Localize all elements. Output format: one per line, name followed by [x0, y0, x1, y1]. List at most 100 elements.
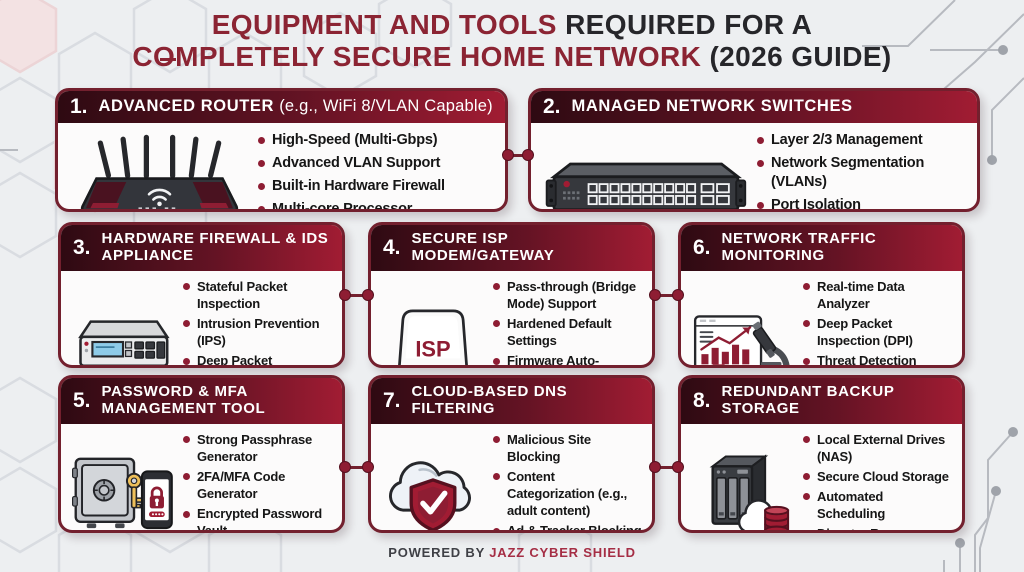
connector-dot [649, 289, 661, 301]
title-line1-maroon: EQUIPMENT AND TOOLS [211, 9, 557, 40]
brand-name: JAZZ CYBER SHIELD [489, 545, 636, 560]
svg-text:ISP: ISP [415, 336, 450, 361]
card-body: Malicious Site Blocking Content Categori… [371, 424, 652, 530]
bullet-item: Malicious Site Blocking [493, 431, 644, 465]
connector-dot [362, 461, 374, 473]
card-header: 2. MANAGED NETWORK SWITCHES [531, 91, 977, 123]
connector-dot [339, 289, 351, 301]
card-header: 6. NETWORK TRAFFIC MONITORING [681, 225, 962, 271]
bullet-list: Local External Drives (NAS) Secure Cloud… [803, 428, 954, 530]
title-line-1: EQUIPMENT AND TOOLS REQUIRED FOR A [0, 9, 1024, 41]
card-number: 4. [383, 235, 401, 259]
password-vault-icon [71, 452, 175, 530]
card-number: 3. [73, 235, 91, 259]
card-body: ISP Pass-through (Bridge Mode) Support H… [371, 271, 652, 365]
card-header: 8. REDUNDANT BACKUP STORAGE [681, 378, 962, 424]
bullet-item: Multi-core Processor [258, 200, 497, 209]
card-managed-switches: 2. MANAGED NETWORK SWITCHES [528, 88, 980, 212]
title-line1-dark: REQUIRED FOR A [565, 9, 813, 40]
card-title-suffix: (e.g., WiFi 8/VLAN Capable) [279, 97, 493, 116]
card-title: SECURE ISP MODEM/GATEWAY [411, 230, 555, 265]
bullet-item: Network Segmentation (VLANs) [757, 154, 969, 192]
connector-line [344, 466, 369, 469]
title-line-2: COMPLETELY SECURE HOME NETWORK (2026 GUI… [0, 41, 1024, 73]
bullet-item: 2FA/MFA Code Generator [183, 468, 334, 502]
bullet-item: Automated Scheduling [803, 488, 954, 522]
bullet-list: Real-time Data Analyzer Deep Packet Insp… [803, 275, 954, 365]
powered-by-label: POWERED BY [388, 545, 485, 560]
card-title: PASSWORD & MFA MANAGEMENT TOOL [101, 383, 266, 418]
dns-filtering-icon [381, 450, 485, 530]
bullet-item: Layer 2/3 Management [757, 131, 969, 150]
connector-dot [339, 461, 351, 473]
connector-line [654, 466, 679, 469]
footer: POWERED BY JAZZ CYBER SHIELD [0, 545, 1024, 560]
bullet-item: Intrusion Prevention (IPS) [183, 315, 334, 349]
bullet-item: Hardened Default Settings [493, 315, 644, 349]
bullet-item: Local External Drives (NAS) [803, 431, 954, 465]
bullet-item: Stateful Packet Inspection [183, 278, 334, 312]
card-hardware-firewall: 3. HARDWARE FIREWALL & IDS APPLIANCE [58, 222, 345, 368]
bullet-list: High-Speed (Multi-Gbps) Advanced VLAN Su… [258, 127, 497, 209]
card-header: 4. SECURE ISP MODEM/GATEWAY [371, 225, 652, 271]
card-body: Local External Drives (NAS) Secure Cloud… [681, 424, 962, 530]
card-body: Layer 2/3 Management Network Segmentatio… [531, 123, 977, 209]
title-line2-dark: (2026 GUIDE) [709, 40, 892, 72]
card-header: 3. HARDWARE FIREWALL & IDS APPLIANCE [61, 225, 342, 271]
page-title: EQUIPMENT AND TOOLS REQUIRED FOR A COMPL… [0, 9, 1024, 73]
bullet-item: Port Isolation [757, 196, 969, 209]
card-body: Real-time Data Analyzer Deep Packet Insp… [681, 271, 962, 365]
connector-dot [672, 461, 684, 473]
bullet-item: Advanced VLAN Support [258, 154, 497, 173]
card-number: 6. [693, 235, 711, 259]
card-backup-storage: 8. REDUNDANT BACKUP STORAGE [678, 375, 965, 533]
card-title: CLOUD-BASED DNS FILTERING [411, 383, 568, 418]
bullet-item: Deep Packet Inspection [183, 352, 334, 365]
bullet-item: Pass-through (Bridge Mode) Support [493, 278, 644, 312]
connector-card5-card7 [339, 461, 374, 473]
firewall-appliance-icon [71, 306, 175, 365]
network-switch-icon [541, 149, 749, 209]
connector-card7-card8 [649, 461, 684, 473]
bullet-item: Firmware Auto-updates [493, 352, 644, 365]
title-line2-maroon: COMPLETELY SECURE HOME NETWORK [132, 40, 702, 72]
bullet-item: Ad & Tracker Blocking [493, 522, 644, 530]
bullet-item: Content Categorization (e.g., adult cont… [493, 468, 644, 519]
card-title: NETWORK TRAFFIC MONITORING [721, 230, 877, 265]
card-header: 1. ADVANCED ROUTER (e.g., WiFi 8/VLAN Ca… [58, 91, 505, 123]
card-traffic-monitoring: 6. NETWORK TRAFFIC MONITORING [678, 222, 965, 368]
card-password-mfa: 5. PASSWORD & MFA MANAGEMENT TOOL [58, 375, 345, 533]
card-number: 8. [693, 388, 711, 412]
card-number: 5. [73, 388, 91, 412]
connector-card1-card2 [502, 149, 534, 161]
card-number: 2. [543, 95, 561, 118]
bullet-item: Strong Passphrase Generator [183, 431, 334, 465]
traffic-monitoring-icon [691, 311, 795, 365]
card-body: Strong Passphrase Generator 2FA/MFA Code… [61, 424, 342, 530]
bullet-list: Stateful Packet Inspection Intrusion Pre… [183, 275, 334, 365]
bullet-list: Pass-through (Bridge Mode) Support Harde… [493, 275, 644, 365]
connector-dot [362, 289, 374, 301]
connector-line [654, 294, 679, 297]
connector-dot [649, 461, 661, 473]
bullet-item: Real-time Data Analyzer [803, 278, 954, 312]
card-number: 1. [70, 95, 88, 118]
connector-dot [502, 149, 514, 161]
bullet-item: Deep Packet Inspection (DPI) [803, 315, 954, 349]
card-title: HARDWARE FIREWALL & IDS APPLIANCE [101, 230, 329, 265]
card-title: ADVANCED ROUTER (e.g., WiFi 8/VLAN Capab… [98, 97, 493, 116]
connector-dot [672, 289, 684, 301]
card-header: 7. CLOUD-BASED DNS FILTERING [371, 378, 652, 424]
card-title: REDUNDANT BACKUP STORAGE [721, 383, 895, 418]
bullet-item: Disaster Recovery Plan [803, 525, 954, 530]
card-body: Stateful Packet Inspection Intrusion Pre… [61, 271, 342, 365]
card-number: 7. [383, 388, 401, 412]
bullet-list: Layer 2/3 Management Network Segmentatio… [757, 127, 969, 209]
backup-storage-icon [691, 451, 795, 530]
connector-card3-card4 [339, 289, 374, 301]
connector-card4-card6 [649, 289, 684, 301]
bullet-item: Secure Cloud Storage [803, 468, 954, 485]
card-header: 5. PASSWORD & MFA MANAGEMENT TOOL [61, 378, 342, 424]
